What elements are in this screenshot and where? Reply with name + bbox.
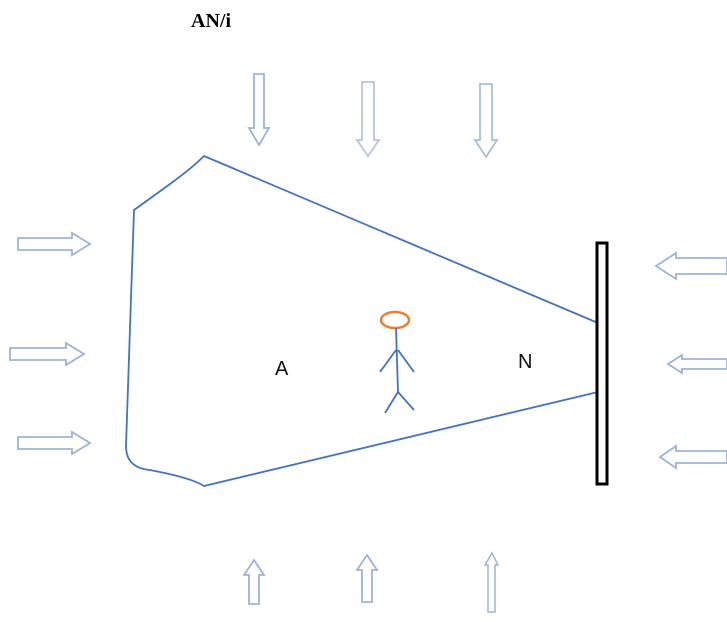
stick-figure-icon: [379, 310, 415, 414]
arrow-right-icon: [9, 341, 86, 367]
arrow-left-icon: [654, 251, 727, 281]
arrow-left-icon: [666, 353, 727, 375]
arrow-down-icon: [247, 73, 271, 147]
region-label-n: N: [518, 351, 532, 373]
arrow-down-icon: [355, 81, 381, 158]
arrow-up-icon: [483, 551, 500, 613]
stick-figure-right-arm: [397, 349, 415, 373]
arrow-right-icon: [17, 430, 92, 456]
arrow-right-icon: [17, 231, 92, 257]
stick-figure-left-arm: [379, 349, 397, 373]
stick-figure-head: [379, 310, 411, 330]
stick-figure-right-leg: [397, 391, 415, 411]
region-label-a: A: [275, 358, 289, 380]
wall-barrier: [595, 241, 609, 486]
stick-figure-spine: [395, 327, 399, 393]
arrow-down-icon: [473, 83, 499, 159]
diagram-title: AN/i: [191, 10, 231, 32]
region-outline: [125, 155, 599, 487]
arrow-up-icon: [242, 558, 266, 605]
stick-figure-left-leg: [384, 391, 399, 414]
arrow-left-icon: [658, 444, 727, 470]
arrow-up-icon: [355, 553, 379, 603]
